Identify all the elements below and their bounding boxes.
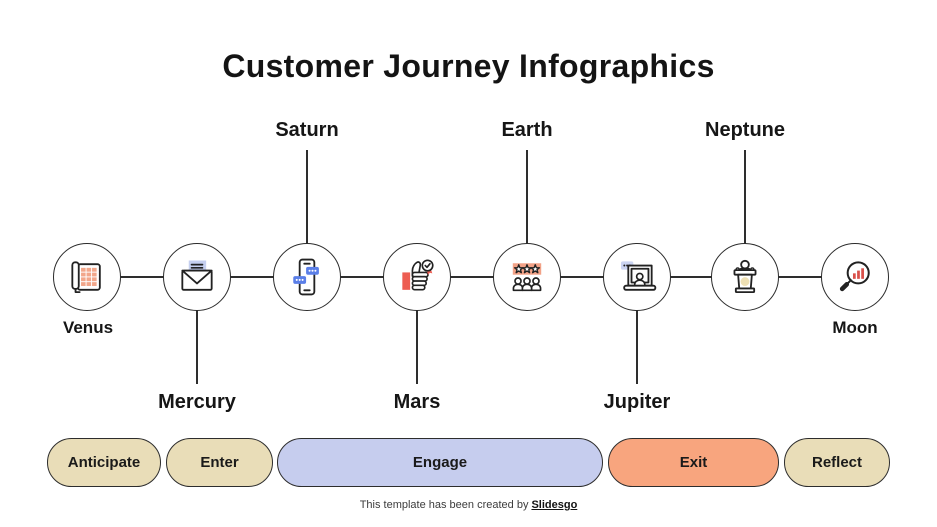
desk-phone-icon [71,261,101,294]
thumbs-up-badge-icon [402,259,434,291]
stage-pill-exit: Exit [608,438,779,487]
magnifier-analytics-icon [839,261,870,292]
timeline-node-moon [821,243,889,311]
smartphone-chat-icon [293,258,319,296]
timeline-node-neptune [711,243,779,311]
footer-credit-text: This template has been created by [359,499,529,511]
node-label-saturn: Saturn [275,119,339,141]
timeline-node-jupiter [603,243,671,311]
node-label-earth: Earth [501,119,553,141]
timeline-node-mars [383,243,451,311]
callout-line-neptune [744,150,746,277]
node-label-mars: Mars [393,391,441,413]
audience-star-rating-icon [512,263,542,292]
timeline-connector-line [87,276,855,278]
node-label-venus: Venus [62,318,114,337]
node-label-jupiter: Jupiter [603,391,671,413]
page-title: Customer Journey Infographics [222,48,715,84]
timeline-node-earth [493,243,561,311]
node-label-neptune: Neptune [705,119,785,141]
callout-line-mars [416,277,418,384]
speaker-podium-icon [733,259,757,294]
callout-line-jupiter [636,277,638,384]
timeline-node-mercury [163,243,231,311]
stage-pill-engage: Engage [277,438,603,487]
callout-line-mercury [196,277,198,384]
node-label-mercury: Mercury [158,391,236,413]
timeline-node-saturn [273,243,341,311]
open-envelope-letter-icon [181,260,213,291]
laptop-video-chat-icon [620,261,657,291]
stage-pill-enter: Enter [166,438,273,487]
stage-pill-reflect: Reflect [784,438,890,487]
callout-line-saturn [306,150,308,277]
timeline-node-venus [53,243,121,311]
stage-pill-anticipate: Anticipate [47,438,161,487]
slidesgo-link[interactable]: Slidesgo [531,499,578,511]
node-label-moon: Moon [832,318,878,337]
callout-line-earth [526,150,528,277]
